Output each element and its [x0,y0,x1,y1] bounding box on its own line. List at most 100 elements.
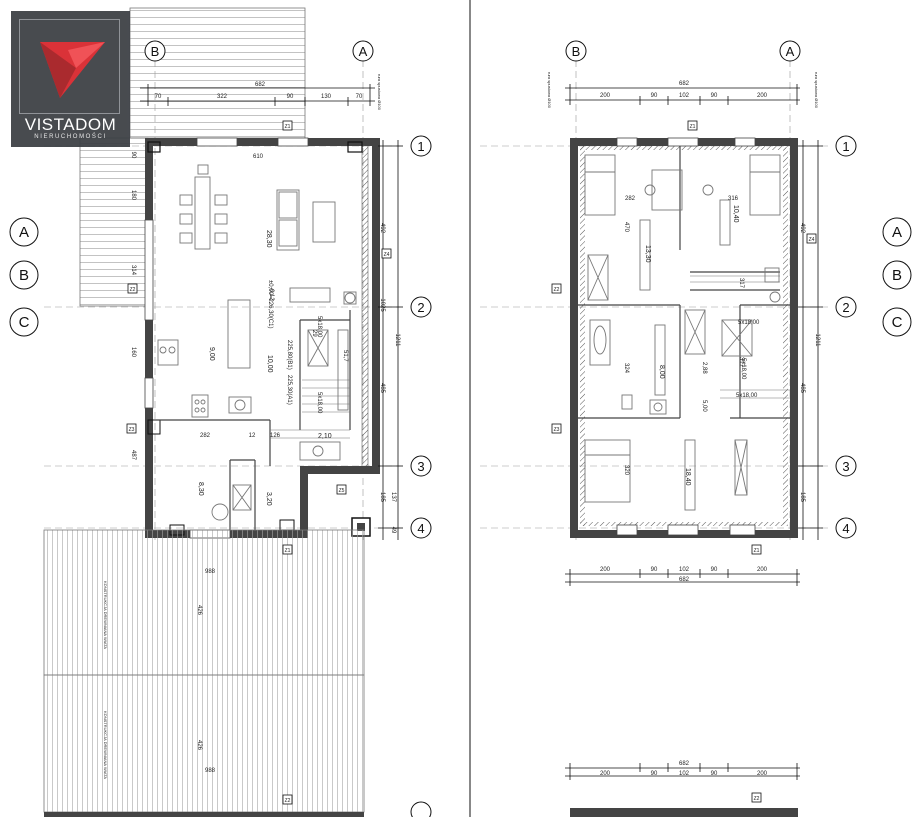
r-dim-bot-2: 90 [651,567,658,573]
r-room-area-1: 13,30 [644,245,651,263]
stairs-right [690,275,790,399]
dim-top-1: 70 [155,94,162,100]
left-side-dim-texts: 492 1025 1211 485 185 137 49 90 180 314 … [130,74,400,534]
terrace-dim-2: 426 [196,605,202,616]
top-deck [129,7,306,139]
dim-inner-2: 126 [270,433,281,439]
r-dim-bot2-3: 102 [679,771,690,777]
left-dim-texts: 70 322 90 130 70 682 610 282 126 12 [155,82,363,439]
terrace-lower [43,674,365,813]
r-room-area-6: 18,40 [684,468,691,486]
r-z-marker-4: Z4 [809,237,815,243]
r-dim-inner-7: 317 [738,357,744,368]
z-marker-2: Z2 [130,287,136,293]
stairs-left [270,379,350,439]
stairs-2: 5x18,00 [316,392,322,414]
dim-left-2: 180 [130,190,136,201]
dim-top-4: 130 [321,94,332,100]
logo-brand: VISTADOM [24,115,117,134]
axis-label-2-right: 2 [842,300,849,315]
r-dim-top-total: 682 [679,81,690,87]
dim-top-2: 322 [217,94,228,100]
r-dim-bot2-2: 90 [651,771,658,777]
dim-side-6: 137 [390,492,396,503]
dim-left-4: 160 [130,347,136,358]
right-room-areas: 13,30 10,40 8,00 2,88 5,00 18,40 5x18,00… [644,205,760,486]
dim-top-total: 682 [255,82,266,88]
room-area-wc: 2,10 [318,433,332,440]
drain-note-right-2: rura spustowa Ø100 [814,72,819,109]
right-dim-texts: 200 90 102 90 200 682 200 90 102 90 200 … [600,81,768,777]
r-room-area-5: 5,00 [701,400,707,412]
r-stairs-3: 5x18,00 [736,393,758,399]
axis-label-b-right: B [572,44,581,59]
left-side-dimension [378,140,403,540]
dim-side-2: 1025 [379,298,385,312]
z-marker-3: Z3 [129,427,135,433]
right-outer-walls [570,137,798,538]
dim-inner-3: 12 [249,433,256,439]
r-dim-top-4: 90 [711,93,718,99]
dim-left-1: 90 [130,152,136,159]
axis-label-a: A [359,44,368,59]
drain-note-left: rura spustowa Ø100 [377,74,382,111]
axis-label-3-right: 3 [842,459,849,474]
z-marker-labels-right: Z1 Z2 Z3 Z4 Z1 Z2 [554,124,815,802]
left-room-areas: 28,30 9,00 10,00 2,10 8,30 3,20 ±0,00=22… [197,230,348,506]
left-top-dimension [140,84,375,106]
r-dim-side-4: 185 [799,492,805,503]
level-offset: -0,12 [268,287,274,301]
r-z-marker-2: Z2 [554,287,560,293]
right-side-dim-texts: 492 1211 485 185 rura spustowa Ø100 rura… [547,72,820,503]
axis-label-a-right-side: A [892,224,902,241]
r-dim-bot2-total: 682 [679,761,690,767]
terrace-dim-4: 426 [196,740,202,751]
right-furniture [584,154,781,511]
r-z-marker-6: Z2 [754,796,760,802]
r-dim-bot2-5: 200 [757,771,768,777]
r-dim-top-1: 200 [600,93,611,99]
right-bottom-dimension-2 [565,763,800,780]
drain-note-right-1: rura spustowa Ø100 [547,72,552,109]
z-marker-5: Z5 [339,488,345,494]
z-marker-7: Z2 [285,798,291,804]
terrace-upper [43,529,365,676]
r-dim-bot-3: 102 [679,567,690,573]
axis-label-b: B [151,44,160,59]
axis-label-1-right: 1 [842,139,849,154]
r-stairs-2: 5x18,00 [740,358,746,380]
axis-label-c-right-side: C [892,314,903,331]
room-area-utility: 8,30 [197,482,204,496]
axis-label-a-right: A [786,44,795,59]
z-markers-right [551,120,817,803]
z-markers-left [126,120,392,805]
terrace-texts: 988 426 988 426 KONSTRUKCJA DREWNIANA WI… [103,569,216,779]
z-marker-6: Z1 [285,548,291,554]
r-room-area-3: 8,00 [658,365,665,379]
r-dim-bot2-4: 90 [711,771,718,777]
room-area-hall: 10,00 [266,355,273,373]
terrace-label-2: KONSTRUKCJA DREWNIANA WIATA [103,711,108,779]
right-top-dimension [565,84,800,105]
axis-labels: B A A B C 1 2 3 4 B A A B C 1 2 3 4 [19,44,903,536]
r-dim-bot-total: 682 [679,577,690,583]
dim-left-3: 314 [130,265,136,276]
axis-label-1: 1 [417,139,424,154]
r-dim-inner-2: 316 [728,196,739,202]
dim-left-5: 487 [130,450,136,461]
level-a1: 225,30(A1) [286,375,292,405]
grid-lines-right [480,60,830,540]
r-room-area-2: 10,40 [732,205,739,223]
r-room-area-4: 2,88 [701,362,707,374]
logo-mark-icon [40,42,105,98]
r-z-marker-1: Z1 [690,124,696,130]
r-dim-inner-6: 317 [738,278,744,289]
dim-side-4: 485 [379,383,385,394]
dim-side-3: 1211 [394,334,400,348]
logo-tagline: NIERUCHOMOŚCI [34,134,107,140]
terrace-dim-1: 988 [205,569,216,575]
side-deck [79,137,149,307]
z-marker-1: Z1 [285,124,291,130]
right-side-dimension [798,140,823,540]
